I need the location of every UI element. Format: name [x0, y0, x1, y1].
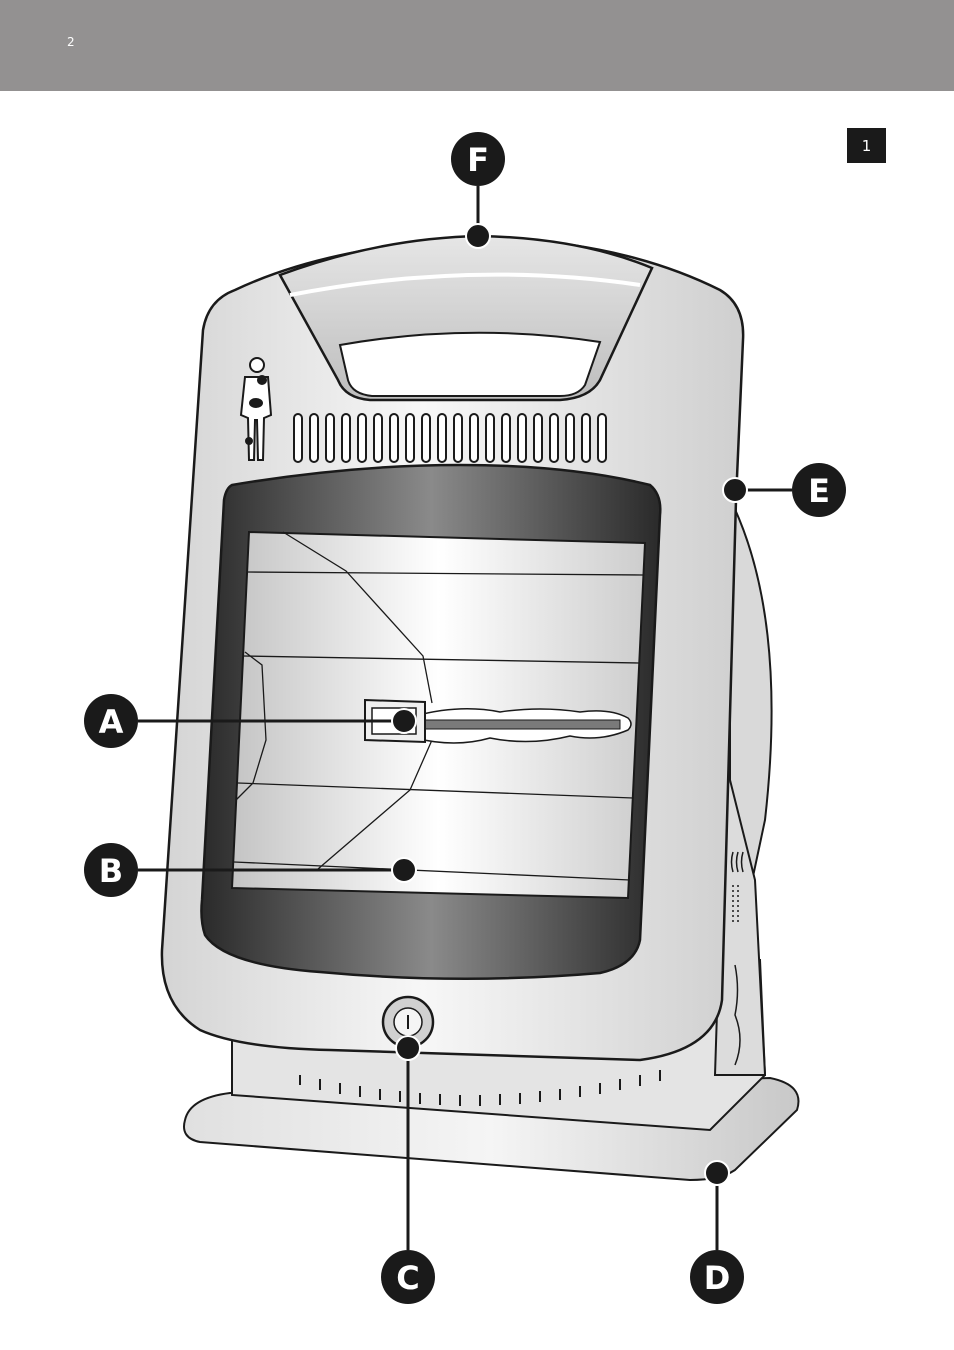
callout-dot-e: [723, 478, 747, 502]
callout-b-label: B: [99, 852, 123, 890]
callout-e: E: [792, 463, 846, 517]
callout-e-label: E: [808, 472, 830, 510]
callout-c-label: C: [396, 1259, 419, 1297]
callout-dot-b: [392, 858, 416, 882]
callout-c: C: [381, 1250, 435, 1304]
callout-f: F: [451, 132, 505, 186]
handle-opening: [340, 333, 600, 396]
callout-a-label: A: [99, 703, 124, 741]
callout-dot-c: [396, 1036, 420, 1060]
callout-dot-a: [392, 709, 416, 733]
callout-f-label: F: [467, 141, 489, 179]
callout-a: A: [84, 694, 138, 748]
callout-dot-f: [466, 224, 490, 248]
callout-d-label: D: [704, 1259, 731, 1297]
callout-b: B: [84, 843, 138, 897]
callout-dot-d: [705, 1161, 729, 1185]
callout-d: D: [690, 1250, 744, 1304]
